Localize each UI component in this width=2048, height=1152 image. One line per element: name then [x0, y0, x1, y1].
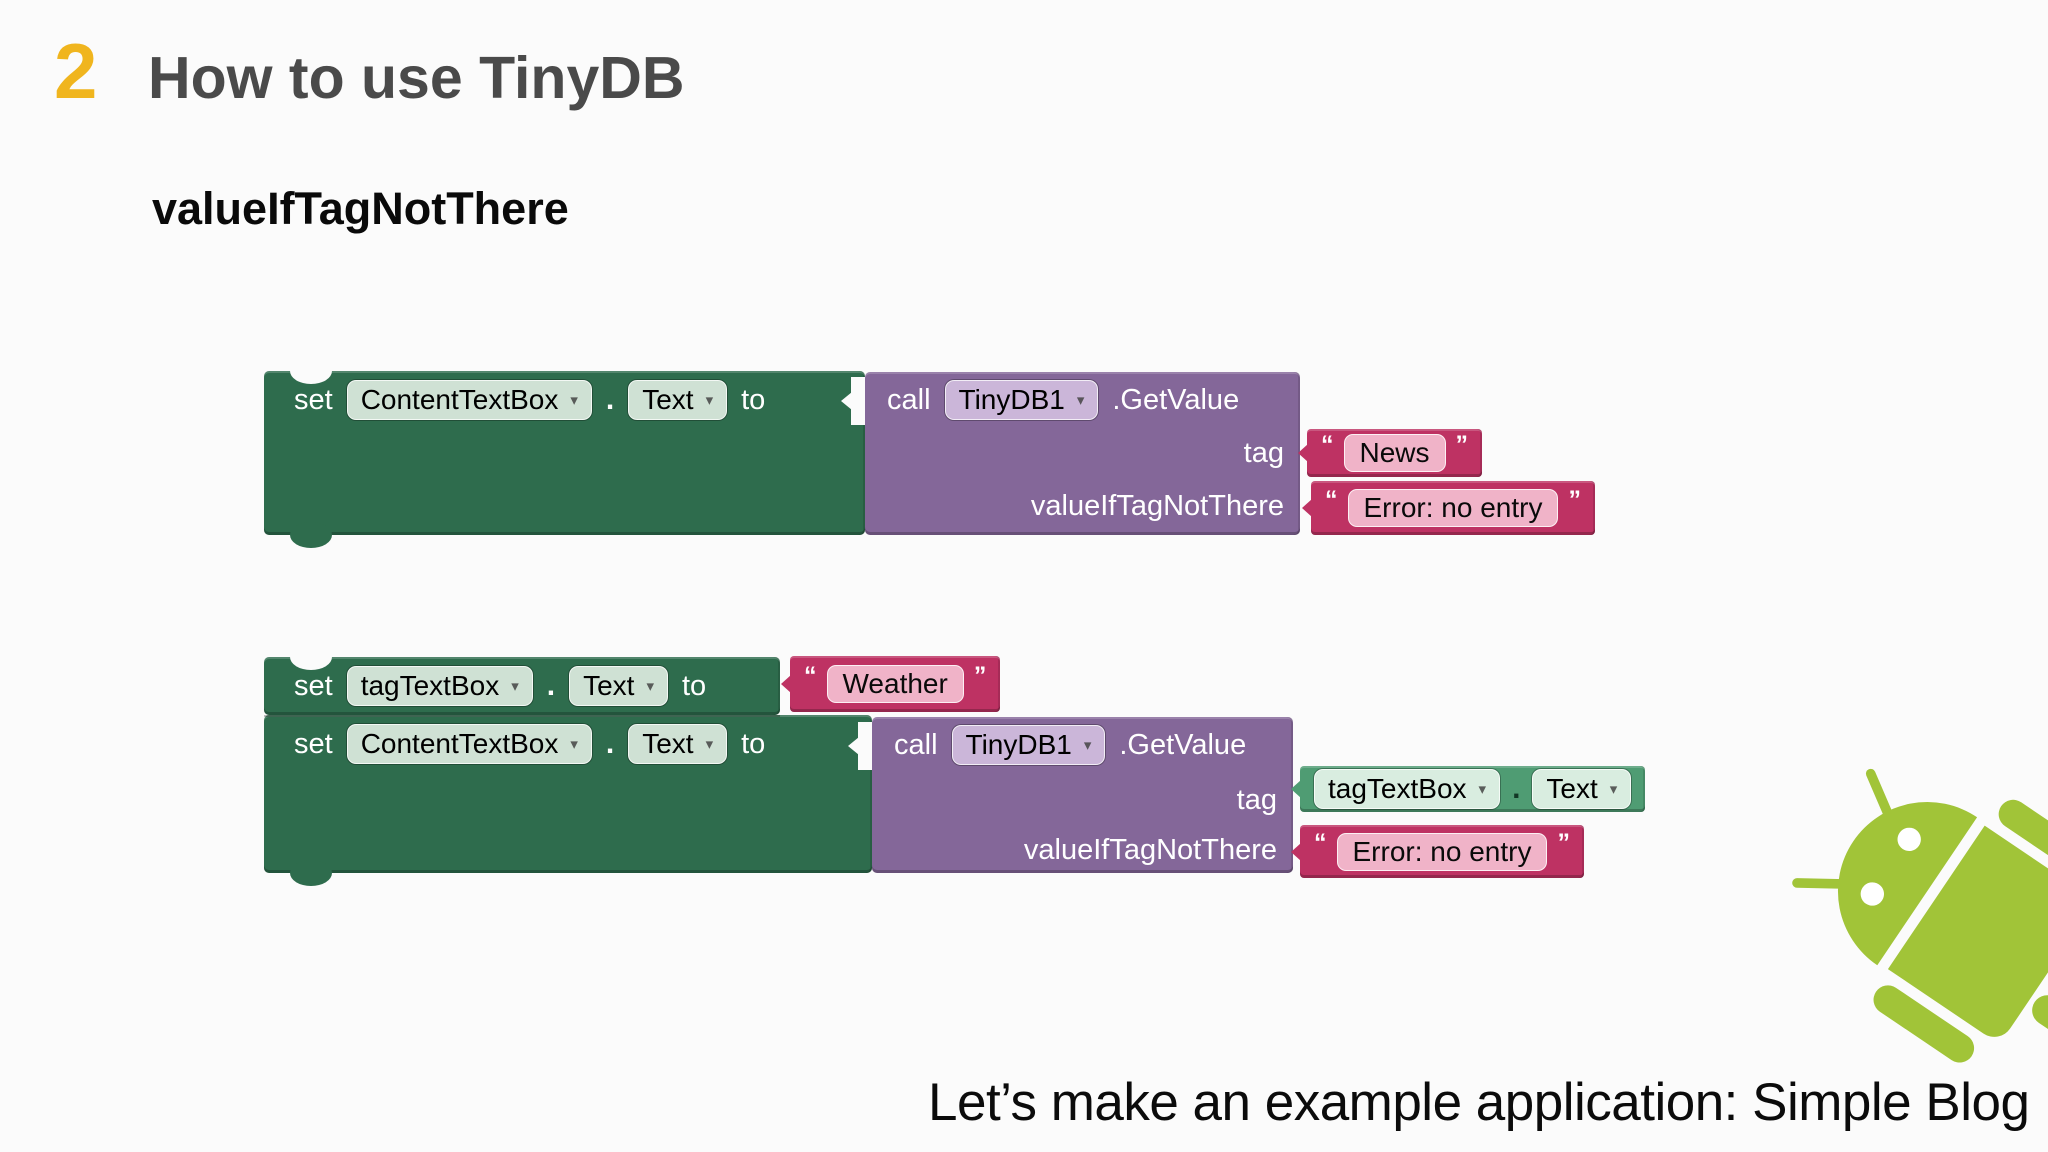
- dropdown-arrow-icon: ▾: [1609, 780, 1618, 798]
- block-bottom-tab: [290, 522, 332, 548]
- dropdown-arrow-icon: ▾: [1076, 391, 1085, 409]
- quote-close-icon: ”: [1455, 430, 1469, 459]
- component-dropdown-tagtextbox[interactable]: tagTextBox ▾: [346, 666, 533, 706]
- dropdown-arrow-icon: ▾: [705, 735, 714, 753]
- property-dropdown-text[interactable]: Text ▾: [628, 380, 728, 420]
- quote-open-icon: “: [1321, 430, 1334, 459]
- subtitle-valueiftagnotthere: valueIfTagNotThere: [152, 183, 569, 234]
- method-getvalue: .GetValue: [1119, 728, 1247, 761]
- param-label-valueiftagnotthere: valueIfTagNotThere: [1030, 490, 1284, 522]
- keyword-set: set: [294, 669, 333, 702]
- property-dropdown-text[interactable]: Text ▾: [569, 666, 668, 706]
- string-value: Error: no entry: [1347, 489, 1559, 527]
- string-block-error-2: “ Error: no entry ”: [1300, 825, 1584, 878]
- tinydb-dropdown[interactable]: TinyDB1 ▾: [944, 380, 1099, 420]
- dropdown-arrow-icon: ▾: [646, 677, 654, 695]
- dropdown-value: ContentTextBox: [360, 384, 559, 415]
- param-label-tag: tag: [1236, 783, 1277, 816]
- quote-open-icon: “: [1314, 829, 1327, 857]
- keyword-to: to: [741, 383, 766, 416]
- value-socket: [858, 722, 872, 770]
- block-top-notch: [290, 644, 332, 670]
- dropdown-arrow-icon: ▾: [570, 391, 578, 409]
- keyword-to: to: [681, 669, 707, 702]
- value-socket: [851, 377, 865, 425]
- param-label-valueiftagnotthere: valueIfTagNotThere: [1023, 833, 1277, 866]
- setter-block-contenttextbox: set ContentTextBox ▾ . Text ▾ to: [264, 358, 865, 548]
- android-robot-icon: [1792, 768, 2048, 1063]
- slide-number: 2: [54, 27, 98, 115]
- dropdown-value: Text: [642, 728, 694, 759]
- page-title: How to use TinyDB: [148, 45, 685, 111]
- quote-open-icon: “: [1325, 485, 1338, 514]
- dropdown-arrow-icon: ▾: [511, 677, 519, 695]
- dropdown-value: Text: [642, 384, 694, 415]
- tinydb-dropdown[interactable]: TinyDB1 ▾: [951, 725, 1106, 765]
- dropdown-arrow-icon: ▾: [1478, 780, 1487, 798]
- keyword-to: to: [741, 727, 766, 760]
- call-block-getvalue-2: call TinyDB1 ▾ .GetValue tag valueIfTagN…: [872, 717, 1293, 873]
- dropdown-value: Text: [1546, 773, 1598, 804]
- dropdown-value: ContentTextBox: [360, 728, 559, 759]
- component-dropdown-tagtextbox[interactable]: tagTextBox ▾: [1314, 769, 1501, 809]
- dot-separator: .: [1512, 772, 1521, 805]
- quote-open-icon: “: [804, 661, 817, 690]
- keyword-call: call: [887, 383, 931, 416]
- getter-block-tagtextbox-text: tagTextBox ▾ . Text ▾: [1300, 766, 1646, 812]
- quote-close-icon: ”: [1568, 485, 1581, 514]
- call-block-getvalue: call TinyDB1 ▾ .GetValue tag valueIfTagN…: [865, 372, 1300, 535]
- dropdown-value: TinyDB1: [958, 384, 1065, 415]
- dropdown-arrow-icon: ▾: [705, 391, 714, 409]
- component-dropdown-contenttextbox[interactable]: ContentTextBox ▾: [346, 380, 592, 420]
- keyword-set: set: [294, 383, 333, 416]
- dropdown-value: Text: [583, 670, 635, 701]
- component-dropdown-contenttextbox[interactable]: ContentTextBox ▾: [346, 724, 592, 764]
- dot-separator: .: [605, 383, 615, 416]
- quote-close-icon: ”: [973, 661, 987, 690]
- dropdown-value: tagTextBox: [1328, 773, 1467, 804]
- string-value: Error: no entry: [1336, 832, 1548, 871]
- dropdown-arrow-icon: ▾: [570, 735, 578, 753]
- block-bottom-tab: [290, 860, 332, 886]
- block-seam: [264, 715, 780, 717]
- dropdown-arrow-icon: ▾: [1083, 736, 1092, 754]
- string-value: News: [1343, 434, 1446, 472]
- dropdown-value: TinyDB1: [965, 729, 1072, 760]
- string-block-error-1: “ Error: no entry ”: [1311, 481, 1595, 535]
- android-robot-logo: [1735, 687, 2048, 1152]
- dot-separator: .: [605, 727, 615, 760]
- keyword-call: call: [894, 728, 938, 761]
- string-value: Weather: [826, 665, 964, 703]
- property-dropdown-text[interactable]: Text ▾: [1532, 769, 1632, 809]
- footer-text: Let’s make an example application: Simpl…: [928, 1073, 2030, 1132]
- dropdown-value: tagTextBox: [360, 670, 500, 701]
- string-block-weather: “ Weather ”: [790, 656, 1001, 712]
- block-top-notch: [290, 358, 332, 384]
- setter-block-tagtextbox: set tagTextBox ▾ . Text ▾ to: [264, 644, 780, 715]
- method-getvalue: .GetValue: [1112, 383, 1240, 416]
- param-label-tag: tag: [1243, 436, 1284, 469]
- setter-block-contenttextbox-2: set ContentTextBox ▾ . Text ▾ to: [264, 715, 872, 886]
- property-dropdown-text[interactable]: Text ▾: [628, 724, 728, 764]
- dot-separator: .: [546, 669, 556, 702]
- keyword-set: set: [294, 727, 333, 760]
- quote-close-icon: ”: [1557, 829, 1570, 857]
- string-block-news: “ News ”: [1307, 429, 1483, 477]
